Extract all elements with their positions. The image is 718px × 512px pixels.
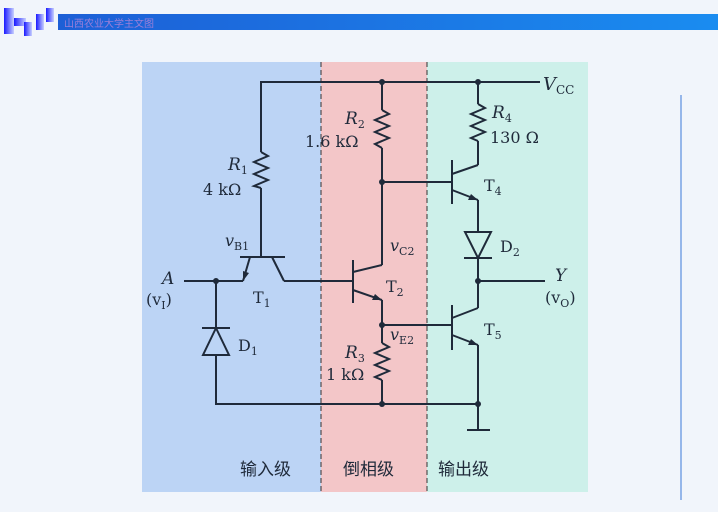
r1-value: 4 kΩ xyxy=(203,180,241,199)
ve2-label: vE2 xyxy=(390,325,414,347)
vc2-label: vC2 xyxy=(390,236,414,258)
header-bar xyxy=(58,14,718,30)
t1-label: T1 xyxy=(253,288,271,310)
output-y-label: Y xyxy=(555,266,568,286)
input-stage-label: 输入级 xyxy=(240,460,291,480)
t2-label: T2 xyxy=(386,277,404,299)
resistor-r3 xyxy=(372,342,392,381)
input-stage-region xyxy=(142,62,321,492)
diode-d1 xyxy=(201,325,231,356)
r4-label: R4 xyxy=(491,103,512,125)
transistor-t1 xyxy=(240,256,285,282)
output-stage-region xyxy=(427,62,588,492)
vcc-label: VCC xyxy=(543,74,574,97)
resistor-r1 xyxy=(251,151,271,189)
resistor-r4 xyxy=(468,103,488,142)
t4-label: T4 xyxy=(484,176,502,198)
diode-d2 xyxy=(463,231,493,261)
resistor-r2 xyxy=(372,109,392,149)
inverter-stage-label: 倒相级 xyxy=(343,460,394,480)
transistor-t5 xyxy=(451,305,479,350)
r4-value: 130 Ω xyxy=(490,128,539,147)
vb1-label: vB1 xyxy=(225,231,249,253)
d1-label: D1 xyxy=(238,336,258,358)
transistor-t2 xyxy=(352,260,383,303)
decor-line xyxy=(680,95,682,500)
logo-block xyxy=(14,18,26,26)
output-stage-label: 输出级 xyxy=(438,460,489,480)
logo-block xyxy=(46,8,54,22)
logo-block xyxy=(36,14,44,30)
junction-dots xyxy=(213,79,481,407)
r3-label: R3 xyxy=(344,343,365,365)
slide-header: 山西农业大学主文图 xyxy=(0,0,718,40)
r1-label: R1 xyxy=(227,155,248,177)
r3-value: 1 kΩ xyxy=(326,365,364,384)
r2-label: R2 xyxy=(344,109,365,131)
logo-block xyxy=(4,8,14,34)
logo-block xyxy=(24,22,32,36)
output-signal-label: (vO) xyxy=(545,288,576,310)
inverter-stage-region xyxy=(321,62,427,492)
input-signal-label: (vI) xyxy=(146,290,172,312)
header-title: 山西农业大学主文图 xyxy=(64,19,154,30)
t5-label: T5 xyxy=(484,320,502,342)
input-a-label: A xyxy=(160,269,174,289)
transistor-t4 xyxy=(451,160,479,204)
d2-label: D2 xyxy=(500,237,520,259)
r2-value: 1.6 kΩ xyxy=(305,132,359,151)
